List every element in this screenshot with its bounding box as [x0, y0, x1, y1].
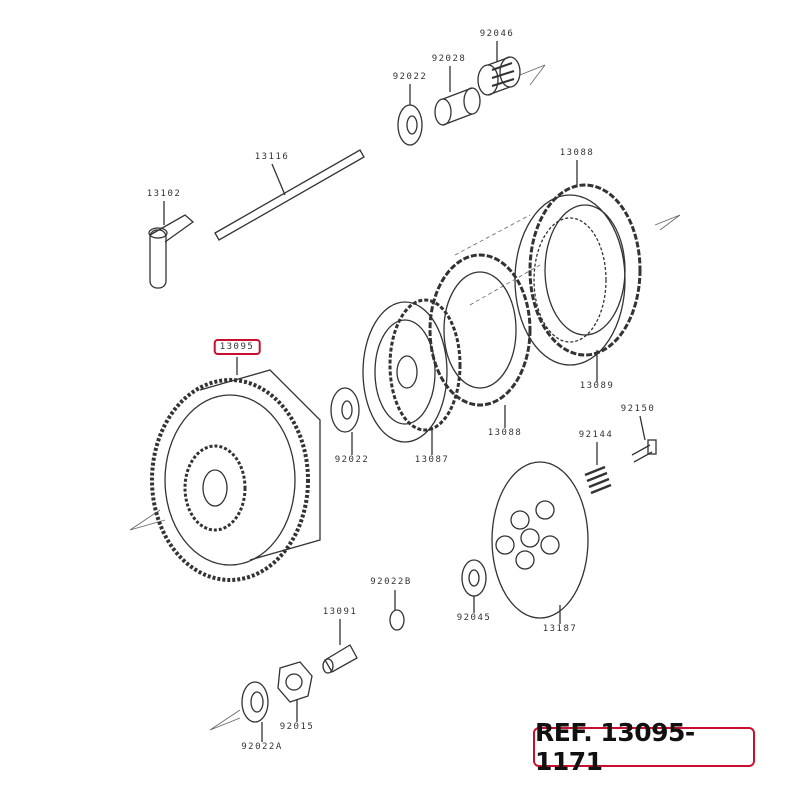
part-label-13087[interactable]: 13087 — [414, 455, 450, 465]
washer-92022a — [241, 681, 269, 742]
part-label-92022-top[interactable]: 92022 — [392, 72, 428, 82]
clutch-hub-13087 — [362, 298, 462, 455]
part-label-13102[interactable]: 13102 — [146, 189, 182, 199]
part-label-13091[interactable]: 13091 — [322, 607, 358, 617]
part-label-92022a[interactable]: 92022A — [241, 742, 283, 752]
reference-number-badge: REF. 13095-1171 — [533, 718, 755, 776]
spring-92144 — [584, 442, 612, 495]
part-label-92144[interactable]: 92144 — [578, 430, 614, 440]
needle-bearing-92046 — [477, 41, 521, 96]
axis-lines — [129, 64, 681, 731]
push-rod-13116 — [214, 149, 365, 241]
clutch-housing-13095 — [150, 357, 321, 582]
part-label-13089[interactable]: 13089 — [579, 381, 615, 391]
bearing-92045 — [461, 559, 487, 613]
part-label-13116[interactable]: 13116 — [254, 152, 290, 162]
pressure-plate-13187 — [491, 461, 589, 624]
washer-92022b — [389, 590, 405, 631]
sleeve-92028 — [434, 66, 481, 126]
part-label-13095-highlighted[interactable]: 13095 — [213, 339, 261, 355]
part-label-92150[interactable]: 92150 — [620, 404, 656, 414]
washer-92022-top — [397, 84, 423, 146]
nut-92015 — [277, 661, 313, 722]
part-label-92046[interactable]: 92046 — [479, 29, 515, 39]
bolt-92150 — [631, 415, 657, 463]
part-label-13088-top[interactable]: 13088 — [559, 148, 595, 158]
part-label-92045[interactable]: 92045 — [456, 613, 492, 623]
release-lever-13102 — [148, 201, 195, 289]
clutch-plates — [428, 160, 642, 428]
part-label-92015[interactable]: 92015 — [279, 722, 315, 732]
fitting-13091 — [322, 619, 358, 674]
washer-92022-mid — [330, 387, 360, 455]
part-label-13187[interactable]: 13187 — [542, 624, 578, 634]
part-label-92022b[interactable]: 92022B — [370, 577, 412, 587]
part-label-92028[interactable]: 92028 — [431, 54, 467, 64]
part-label-92022-mid[interactable]: 92022 — [334, 455, 370, 465]
part-label-13088-low[interactable]: 13088 — [487, 428, 523, 438]
